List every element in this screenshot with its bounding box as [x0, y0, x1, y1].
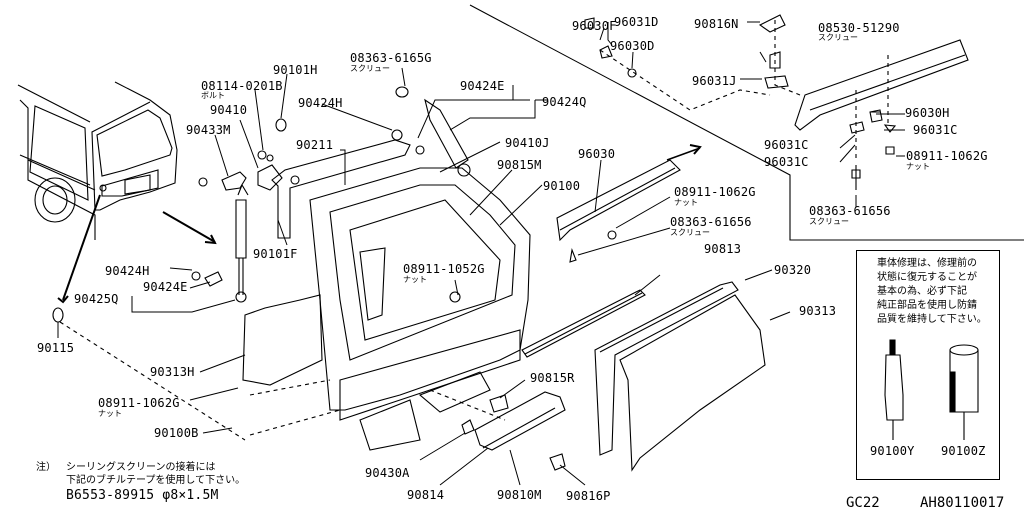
part-label-96031J[interactable]: 96031J: [692, 74, 737, 88]
part-label-90816P[interactable]: 90816P: [566, 489, 611, 503]
part-label-96031D[interactable]: 96031D: [614, 15, 659, 29]
part-desc-screw: スクリュー: [809, 217, 849, 226]
part-label-90313H[interactable]: 90313H: [150, 365, 195, 379]
part-desc-screw: スクリュー: [350, 64, 390, 73]
part-label-96030[interactable]: 96030: [578, 147, 616, 161]
part-desc-nut: ナット: [674, 198, 698, 207]
product-spray-can-90100Z: [950, 345, 978, 440]
part-desc-nut: ナット: [906, 162, 930, 171]
part-label-08911-1052G[interactable]: 08911-1052G: [403, 262, 485, 276]
weatherstrip-outline: [272, 140, 410, 238]
part-desc-nut: ナット: [98, 409, 122, 418]
repair-note-line: 車体修理は、修理前の: [877, 258, 977, 269]
part-label-96031C-c[interactable]: 96031C: [764, 155, 809, 169]
product-tube-90100Y: [885, 340, 903, 440]
footnote-line-2: 下記のブチルテープを使用して下さい。: [66, 475, 246, 486]
part-label-08911-1062G-left[interactable]: 08911-1062G: [98, 396, 180, 410]
part-label-90101F[interactable]: 90101F: [253, 247, 298, 261]
part-label-90320[interactable]: 90320: [774, 263, 812, 277]
back-door-panel: [310, 168, 530, 450]
part-label-08911-1062G-right[interactable]: 08911-1062G: [906, 149, 988, 163]
repair-note-text: 車体修理は、修理前の 状態に復元することが 基本の為、必ず下記 純正部品を使用し…: [877, 257, 987, 327]
footnote-tape-part: B6553-89915 φ8×1.5M: [66, 488, 219, 503]
repair-note-line: 状態に復元することが: [877, 272, 977, 283]
footnote-prefix: 注）: [36, 462, 56, 473]
part-label-90424H-low[interactable]: 90424H: [105, 264, 150, 278]
part-label-90814[interactable]: 90814: [407, 488, 445, 502]
part-label-90810M[interactable]: 90810M: [497, 488, 542, 502]
gas-strut-left: [236, 185, 248, 302]
part-label-08363-6165G[interactable]: 08363-6165G: [350, 51, 432, 65]
part-label-08114-0201B[interactable]: 08114-0201B: [201, 79, 283, 93]
repair-note-box: 車体修理は、修理前の 状態に復元することが 基本の為、必ず下記 純正部品を使用し…: [856, 250, 1000, 480]
part-label-96030D[interactable]: 96030D: [610, 39, 655, 53]
part-label-08911-1062G-mid[interactable]: 08911-1062G: [674, 185, 756, 199]
part-label-90410[interactable]: 90410: [210, 103, 248, 117]
figure-id: AH80110017: [920, 495, 1005, 511]
part-label-90815M[interactable]: 90815M: [497, 158, 542, 172]
repair-note-line: 品質を維持して下さい。: [877, 314, 987, 325]
part-label-90424E-low[interactable]: 90424E: [143, 280, 188, 294]
part-label-90424E-top[interactable]: 90424E: [460, 79, 505, 93]
part-label-90433M[interactable]: 90433M: [186, 123, 231, 137]
part-label-96030F[interactable]: 96030F: [572, 19, 617, 33]
part-label-90313[interactable]: 90313: [799, 304, 837, 318]
footnote-line-1: シーリングスクリーンの接着には: [66, 462, 216, 473]
part-label-90424Q[interactable]: 90424Q: [542, 95, 587, 109]
part-label-08363-61656-mid[interactable]: 08363-61656: [670, 215, 752, 229]
moulding-strip-90813: [522, 290, 645, 357]
part-label-90813[interactable]: 90813: [704, 242, 742, 256]
vehicle-overview-illustration: [18, 82, 177, 240]
part-label-90815R[interactable]: 90815R: [530, 371, 575, 385]
part-label-96031C-b[interactable]: 96031C: [764, 138, 809, 152]
garnish-assembly: [462, 392, 565, 470]
part-label-96030H[interactable]: 96030H: [905, 106, 950, 120]
part-desc-nut: ナット: [403, 275, 427, 284]
gas-strut-upper: [425, 100, 470, 176]
part-desc-bolt: ボルト: [201, 91, 225, 100]
part-label-90115[interactable]: 90115: [37, 341, 75, 355]
mid-spoiler: [557, 160, 680, 262]
part-label-08363-61656-right[interactable]: 08363-61656: [809, 204, 891, 218]
part-label-90100Z[interactable]: 90100Z: [941, 444, 986, 458]
pointer-arrows: [58, 145, 700, 302]
part-label-08530-51290[interactable]: 08530-51290: [818, 21, 900, 35]
part-label-90100B[interactable]: 90100B: [154, 426, 199, 440]
part-label-90430A[interactable]: 90430A: [365, 466, 410, 480]
part-label-96031C-a[interactable]: 96031C: [913, 123, 958, 137]
repair-note-line: 純正部品を使用し防錆: [877, 300, 977, 311]
spoiler-assembly: [585, 15, 968, 190]
part-label-90100[interactable]: 90100: [543, 179, 581, 193]
part-desc-screw: スクリュー: [670, 228, 710, 237]
part-label-90410J[interactable]: 90410J: [505, 136, 550, 150]
part-label-90425Q[interactable]: 90425Q: [74, 292, 119, 306]
rear-glass-and-seal: [595, 282, 765, 470]
part-label-90816N[interactable]: 90816N: [694, 17, 739, 31]
diagram-code: GC22: [846, 495, 880, 511]
leader-lines: [58, 22, 905, 485]
section-divider-line: [470, 5, 1024, 240]
side-glass-panel: [243, 295, 322, 385]
part-desc-screw: スクリュー: [818, 33, 858, 42]
part-label-90100Y[interactable]: 90100Y: [870, 444, 915, 458]
part-label-90211[interactable]: 90211: [296, 138, 334, 152]
part-label-90101H[interactable]: 90101H: [273, 63, 318, 77]
repair-note-line: 基本の為、必ず下記: [877, 286, 967, 297]
part-label-90424H-top[interactable]: 90424H: [298, 96, 343, 110]
